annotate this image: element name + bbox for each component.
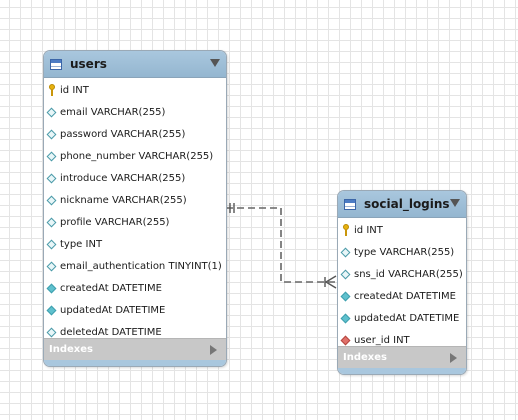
column-type: VARCHAR(255) [388, 268, 463, 280]
column-name: sns_id [354, 268, 385, 280]
column-type: INT [85, 238, 103, 250]
column-icon [46, 327, 57, 337]
column-row[interactable]: password VARCHAR(255) [44, 123, 226, 145]
table-icon [50, 58, 62, 70]
table-users[interactable]: users id INT email VARCHAR(255) password… [43, 50, 227, 367]
column-type: VARCHAR(255) [379, 246, 455, 258]
column-name: nickname [60, 194, 109, 206]
table-footer [338, 368, 466, 374]
column-type: DATETIME [111, 282, 162, 294]
column-icon [46, 239, 57, 249]
column-type: DATETIME [409, 312, 460, 324]
table-footer [44, 360, 226, 366]
column-row[interactable]: nickname VARCHAR(255) [44, 189, 226, 211]
column-icon [46, 151, 57, 161]
column-row[interactable]: type VARCHAR(255) [338, 241, 466, 263]
column-type: VARCHAR(255) [94, 216, 170, 228]
column-name: user_id [354, 334, 390, 346]
primary-key-icon [48, 84, 56, 96]
foreign-key-icon [340, 335, 351, 345]
column-icon [46, 217, 57, 227]
table-header[interactable]: users [44, 51, 226, 78]
column-type: INT [393, 334, 410, 346]
not-null-column-icon [46, 305, 57, 315]
column-list: id INT type VARCHAR(255) sns_id VARCHAR(… [338, 218, 466, 351]
indexes-label: Indexes [49, 344, 93, 355]
column-row[interactable]: email_authentication TINYINT(1) [44, 255, 226, 277]
column-type: VARCHAR(255) [111, 194, 187, 206]
column-row[interactable]: updatedAt DATETIME [44, 299, 226, 321]
crow-foot-icon [324, 275, 337, 289]
column-row[interactable]: introduce VARCHAR(255) [44, 167, 226, 189]
column-name: profile [60, 216, 92, 228]
column-list: id INT email VARCHAR(255) password VARCH… [44, 78, 226, 343]
column-name: email [60, 106, 88, 118]
column-name: phone_number [60, 150, 136, 162]
column-icon [340, 247, 351, 257]
column-type: INT [366, 224, 383, 236]
column-icon [46, 107, 57, 117]
column-row[interactable]: createdAt DATETIME [44, 277, 226, 299]
column-name: email_authentication [60, 260, 166, 272]
column-name: createdAt [60, 282, 109, 294]
column-row[interactable]: phone_number VARCHAR(255) [44, 145, 226, 167]
table-title: social_logins [364, 197, 450, 211]
collapse-arrow-icon[interactable] [450, 199, 460, 207]
column-name: id [60, 84, 70, 96]
column-name: type [60, 238, 83, 250]
column-row[interactable]: email VARCHAR(255) [44, 101, 226, 123]
column-row[interactable]: user_id INT [338, 329, 466, 351]
expand-arrow-icon[interactable] [450, 353, 457, 363]
column-type: VARCHAR(255) [138, 150, 214, 162]
column-name: updatedAt [354, 312, 407, 324]
column-type: VARCHAR(255) [110, 172, 186, 184]
indexes-label: Indexes [343, 352, 387, 363]
column-name: id [354, 224, 364, 236]
column-row[interactable]: profile VARCHAR(255) [44, 211, 226, 233]
column-type: VARCHAR(255) [90, 106, 166, 118]
expand-arrow-icon[interactable] [210, 345, 217, 355]
column-name: introduce [60, 172, 108, 184]
column-row[interactable]: id INT [338, 219, 466, 241]
not-null-column-icon [340, 313, 351, 323]
column-row[interactable]: type INT [44, 233, 226, 255]
column-icon [46, 195, 57, 205]
column-type: VARCHAR(255) [110, 128, 186, 140]
column-type: TINYINT(1) [168, 260, 222, 272]
table-social-logins[interactable]: social_logins id INT type VARCHAR(255) s… [337, 190, 467, 375]
column-type: DATETIME [405, 290, 456, 302]
indexes-section[interactable]: Indexes [44, 338, 226, 360]
column-row[interactable]: deletedAt DATETIME [44, 321, 226, 343]
column-type: DATETIME [111, 326, 162, 338]
indexes-section[interactable]: Indexes [338, 346, 466, 368]
not-null-column-icon [340, 291, 351, 301]
column-row[interactable]: sns_id VARCHAR(255) [338, 263, 466, 285]
column-name: password [60, 128, 108, 140]
collapse-arrow-icon[interactable] [210, 59, 220, 67]
table-header[interactable]: social_logins [338, 191, 466, 218]
primary-key-icon [342, 224, 350, 236]
column-type: DATETIME [115, 304, 166, 316]
column-icon [46, 173, 57, 183]
table-icon [344, 198, 356, 210]
column-name: type [354, 246, 377, 258]
column-row[interactable]: id INT [44, 79, 226, 101]
column-type: INT [72, 84, 89, 96]
table-title: users [70, 57, 107, 71]
column-name: deletedAt [60, 326, 109, 338]
column-icon [46, 129, 57, 139]
column-row[interactable]: updatedAt DATETIME [338, 307, 466, 329]
not-null-column-icon [46, 283, 57, 293]
column-name: updatedAt [60, 304, 113, 316]
column-icon [340, 269, 351, 279]
column-name: createdAt [354, 290, 403, 302]
relationship-line[interactable] [226, 207, 336, 283]
column-row[interactable]: createdAt DATETIME [338, 285, 466, 307]
column-icon [46, 261, 57, 271]
